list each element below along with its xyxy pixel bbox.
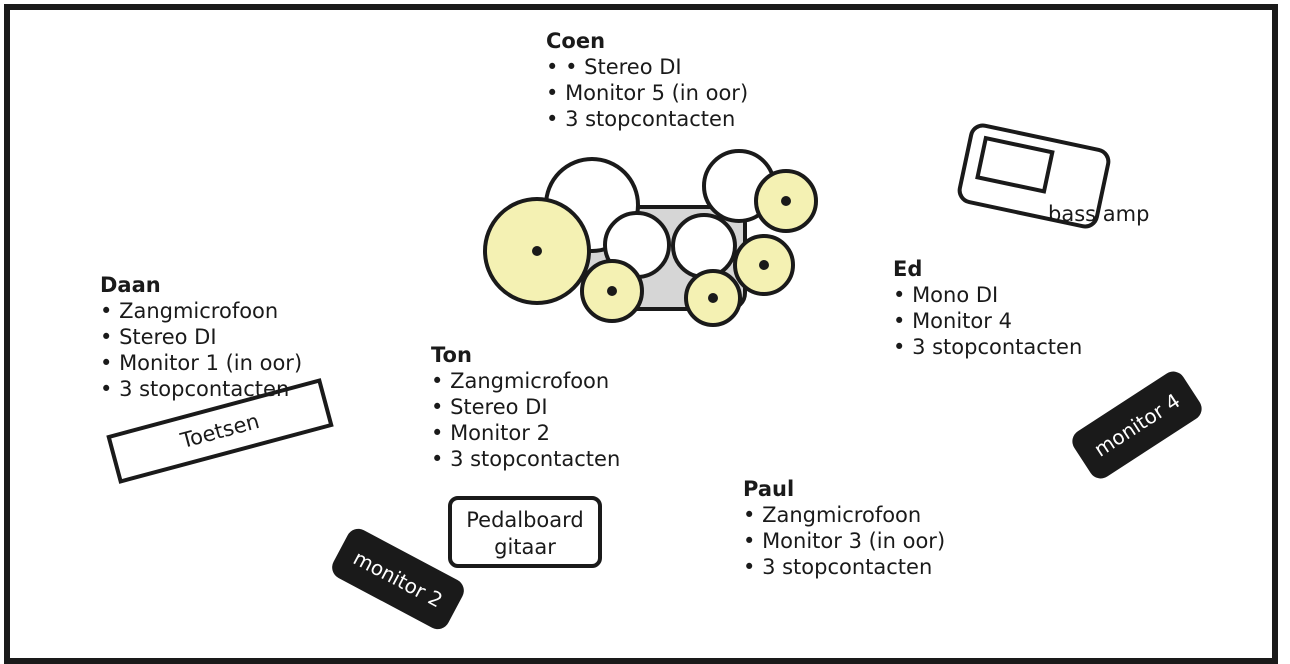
bass-amp [957, 123, 1111, 229]
keyboard-toetsen: Toetsen [106, 378, 334, 484]
person-name: Daan [100, 273, 161, 297]
person-name: Ed [893, 257, 923, 281]
person-item: Monitor 1 (in oor) [100, 350, 302, 376]
monitor-2: monitor 2 [332, 528, 464, 630]
person-paul: Paul Zangmicrofoon Monitor 3 (in oor) 3 … [743, 476, 945, 580]
person-item: Stereo DI [100, 324, 302, 350]
bass-amp-label: bass amp [1048, 202, 1150, 226]
person-item: 3 stopcontacten [431, 446, 620, 472]
person-name: Coen [546, 29, 606, 53]
person-item: 3 stopcontacten [546, 106, 748, 132]
pedalboard: Pedalboard gitaar [448, 496, 602, 568]
person-item: Monitor 4 [893, 308, 1082, 334]
person-item: Zangmicrofoon [100, 298, 302, 324]
person-item: Mono DI [893, 282, 1082, 308]
person-item: 3 stopcontacten [893, 334, 1082, 360]
person-coen: Coen • Stereo DI Monitor 5 (in oor) 3 st… [546, 28, 748, 132]
cymbal-centers [532, 196, 791, 303]
pedalboard-label: Pedalboard [466, 508, 584, 532]
person-name: Paul [743, 477, 795, 501]
person-item: Zangmicrofoon [431, 368, 620, 394]
monitor-4: monitor 4 [1072, 371, 1202, 479]
person-ton: Ton Zangmicrofoon Stereo DI Monitor 2 3 … [431, 342, 620, 472]
person-item: Zangmicrofoon [743, 502, 945, 528]
person-name: Ton [431, 343, 472, 367]
person-item: Monitor 3 (in oor) [743, 528, 945, 554]
person-daan: Daan Zangmicrofoon Stereo DI Monitor 1 (… [100, 272, 302, 402]
person-item: Monitor 2 [431, 420, 620, 446]
person-item: 3 stopcontacten [743, 554, 945, 580]
person-item: Monitor 5 (in oor) [546, 80, 748, 106]
bass-amp-speaker [975, 135, 1055, 194]
tom-drum [671, 213, 737, 279]
person-ed: Ed Mono DI Monitor 4 3 stopcontacten [893, 256, 1082, 360]
person-item: • Stereo DI [546, 54, 748, 80]
pedalboard-sublabel: gitaar [494, 535, 556, 559]
person-item: Stereo DI [431, 394, 620, 420]
person-item: 3 stopcontacten [100, 376, 302, 402]
drum-kit [483, 149, 818, 327]
